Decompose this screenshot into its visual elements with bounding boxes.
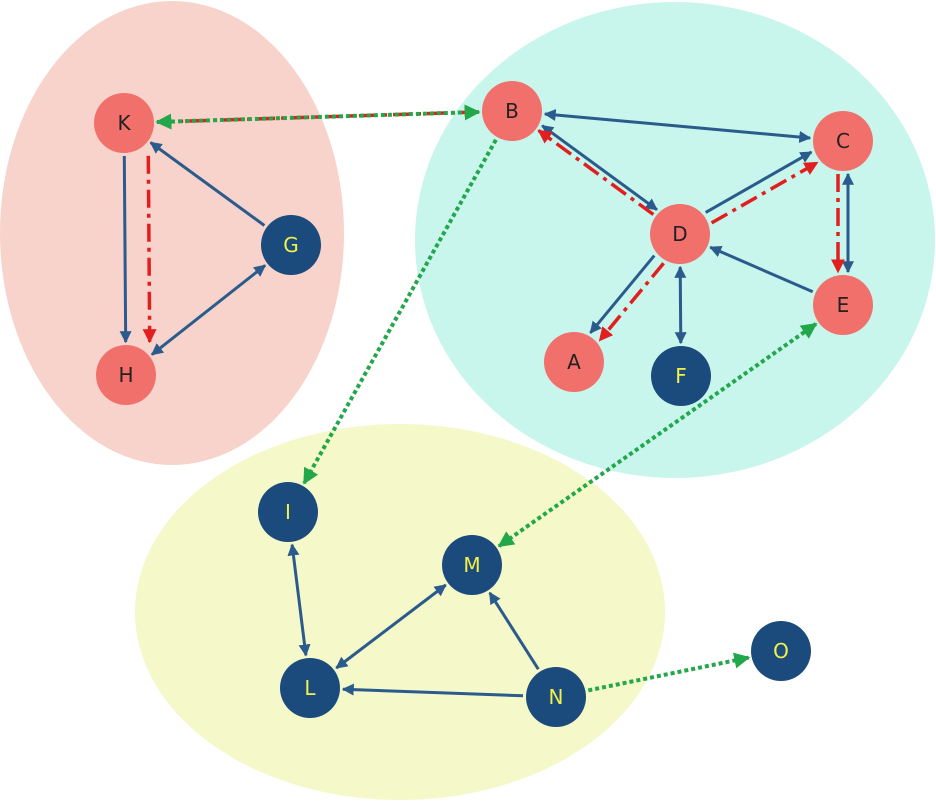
- node-circle-o: [751, 621, 811, 681]
- node-b: B: [482, 81, 542, 141]
- edge-g-k-blue: [149, 141, 266, 227]
- edge-d-c-blue: [704, 150, 813, 214]
- edge-e-m-green: [497, 322, 818, 548]
- edge-g-h-blue: [150, 264, 267, 356]
- node-circle-h: [96, 345, 156, 405]
- node-m: M: [442, 535, 502, 595]
- node-label-g: G: [283, 233, 299, 257]
- node-label-m: M: [463, 553, 480, 577]
- edges-layer: [119, 104, 854, 698]
- node-o: O: [751, 621, 811, 681]
- edge-n-o-green: [587, 652, 751, 693]
- node-g: G: [261, 215, 321, 275]
- node-label-o: O: [773, 639, 789, 663]
- node-label-h: H: [118, 363, 133, 387]
- node-circle-m: [442, 535, 502, 595]
- node-h: H: [96, 345, 156, 405]
- node-circle-l: [280, 658, 340, 718]
- node-c: C: [813, 111, 873, 171]
- edge-k-h-blue: [119, 155, 132, 344]
- node-label-k: K: [117, 111, 131, 135]
- node-circle-a: [544, 332, 604, 392]
- node-label-b: B: [505, 99, 519, 123]
- node-label-f: F: [675, 364, 687, 388]
- node-label-d: D: [672, 222, 687, 246]
- edge-b-c-blue: [543, 108, 812, 144]
- edge-b-i-green: [302, 138, 498, 485]
- node-label-i: I: [285, 500, 291, 524]
- node-label-a: A: [567, 350, 581, 374]
- node-n: N: [526, 667, 586, 727]
- edge-k-h-red: [142, 155, 157, 344]
- node-f: F: [651, 346, 711, 406]
- node-i: I: [258, 482, 318, 542]
- node-circle-f: [651, 346, 711, 406]
- node-k: K: [94, 93, 154, 153]
- edge-n-l-blue: [341, 683, 524, 698]
- node-label-l: L: [304, 676, 316, 700]
- node-circle-g: [261, 215, 321, 275]
- edge-l-m-blue: [335, 583, 447, 670]
- node-circle-k: [94, 93, 154, 153]
- node-circle-d: [650, 204, 710, 264]
- edge-d-a-blue: [589, 254, 656, 334]
- node-l: L: [280, 658, 340, 718]
- edge-d-f-blue: [674, 265, 687, 345]
- node-circle-b: [482, 81, 542, 141]
- node-circle-i: [258, 482, 318, 542]
- node-label-n: N: [549, 685, 564, 709]
- edge-b-d-blue: [541, 124, 658, 211]
- node-d: D: [650, 204, 710, 264]
- nodes-layer: A B C D E F G H I K L M N O: [94, 81, 873, 727]
- node-a: A: [544, 332, 604, 392]
- edge-d-b-red: [537, 129, 655, 216]
- edge-n-m-blue: [488, 591, 540, 671]
- edge-k-b-green: [155, 104, 481, 130]
- node-circle-n: [526, 667, 586, 727]
- edge-e-d-blue: [709, 245, 814, 294]
- node-circle-e: [813, 275, 873, 335]
- edge-d-c-red: [710, 161, 819, 225]
- node-circle-c: [813, 111, 873, 171]
- node-label-c: C: [836, 129, 850, 153]
- edge-i-l-blue: [287, 543, 311, 657]
- region-yellow: [135, 424, 665, 800]
- node-e: E: [813, 275, 873, 335]
- node-label-e: E: [837, 293, 850, 317]
